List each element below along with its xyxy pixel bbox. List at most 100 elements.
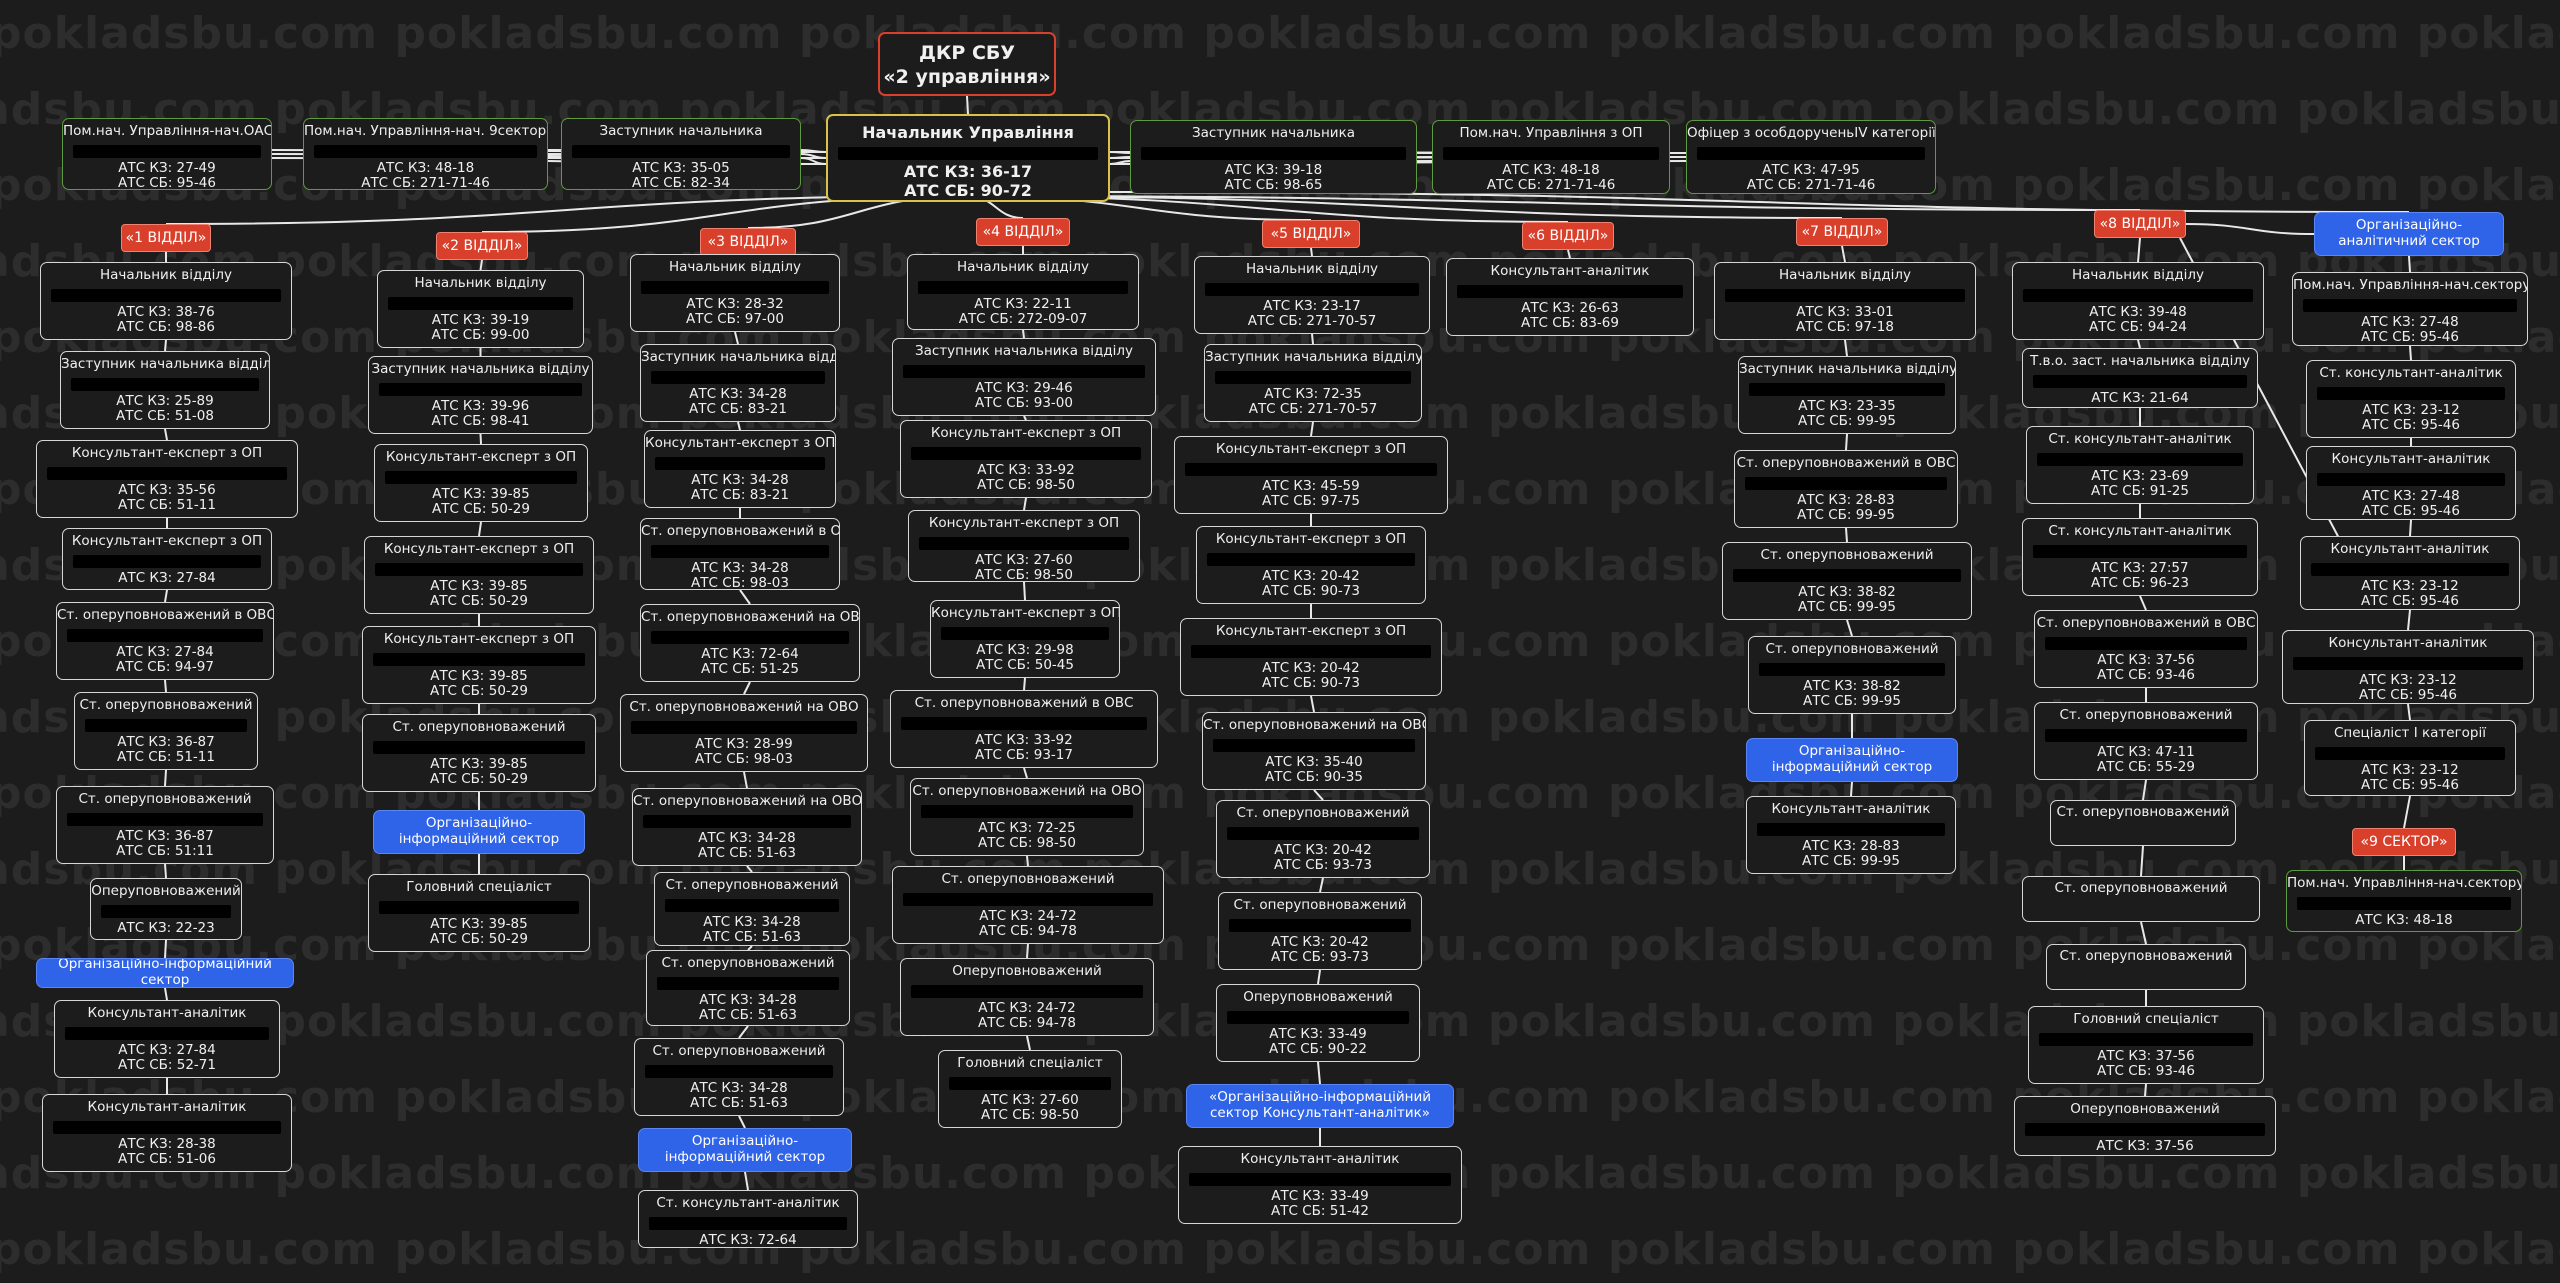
staff-card[interactable]: Ст. оперуповноважений: [2050, 800, 2236, 846]
sector-box[interactable]: Організаційно-інформаційний сектор: [1746, 738, 1958, 782]
department-label[interactable]: «7 ВІДДІЛ»: [1796, 218, 1888, 246]
sector-box[interactable]: Організаційно-аналітичний сектор: [2314, 212, 2504, 256]
department-label[interactable]: «3 ВІДДІЛ»: [700, 228, 796, 256]
department-label[interactable]: «8 ВІДДІЛ»: [2094, 210, 2186, 238]
phone-line: АТС КЗ: 26-63: [1521, 299, 1619, 316]
root-title-line: «2 управління»: [883, 65, 1051, 88]
department-label[interactable]: «4 ВІДДІЛ»: [976, 218, 1070, 246]
department-label[interactable]: «5 ВІДДІЛ»: [1262, 220, 1360, 248]
department-label[interactable]: «6 ВІДДІЛ»: [1522, 222, 1614, 250]
redacted-name-bar: [67, 628, 263, 642]
sector-box[interactable]: Організаційно-інформаційний сектор: [373, 810, 585, 854]
department-label[interactable]: «2 ВІДДІЛ»: [436, 232, 528, 260]
phone-line: АТС КЗ: 39-85: [430, 667, 528, 684]
redacted-name-bar: [373, 652, 585, 666]
sector-box[interactable]: Організаційно-інформаційний сектор: [36, 958, 294, 988]
department-label[interactable]: «1 ВІДДІЛ»: [121, 224, 211, 252]
sector-box[interactable]: «Організаційно-інформаційний сектор Конс…: [1186, 1084, 1454, 1128]
staff-card[interactable]: Ст. оперуповноважений: [2022, 876, 2260, 922]
staff-card[interactable]: Ст. оперуповноважений: [2046, 944, 2246, 990]
department-label[interactable]: «9 СЕКТОР»: [2352, 828, 2456, 856]
sector-box[interactable]: Організаційно-інформаційний сектор: [638, 1128, 852, 1172]
